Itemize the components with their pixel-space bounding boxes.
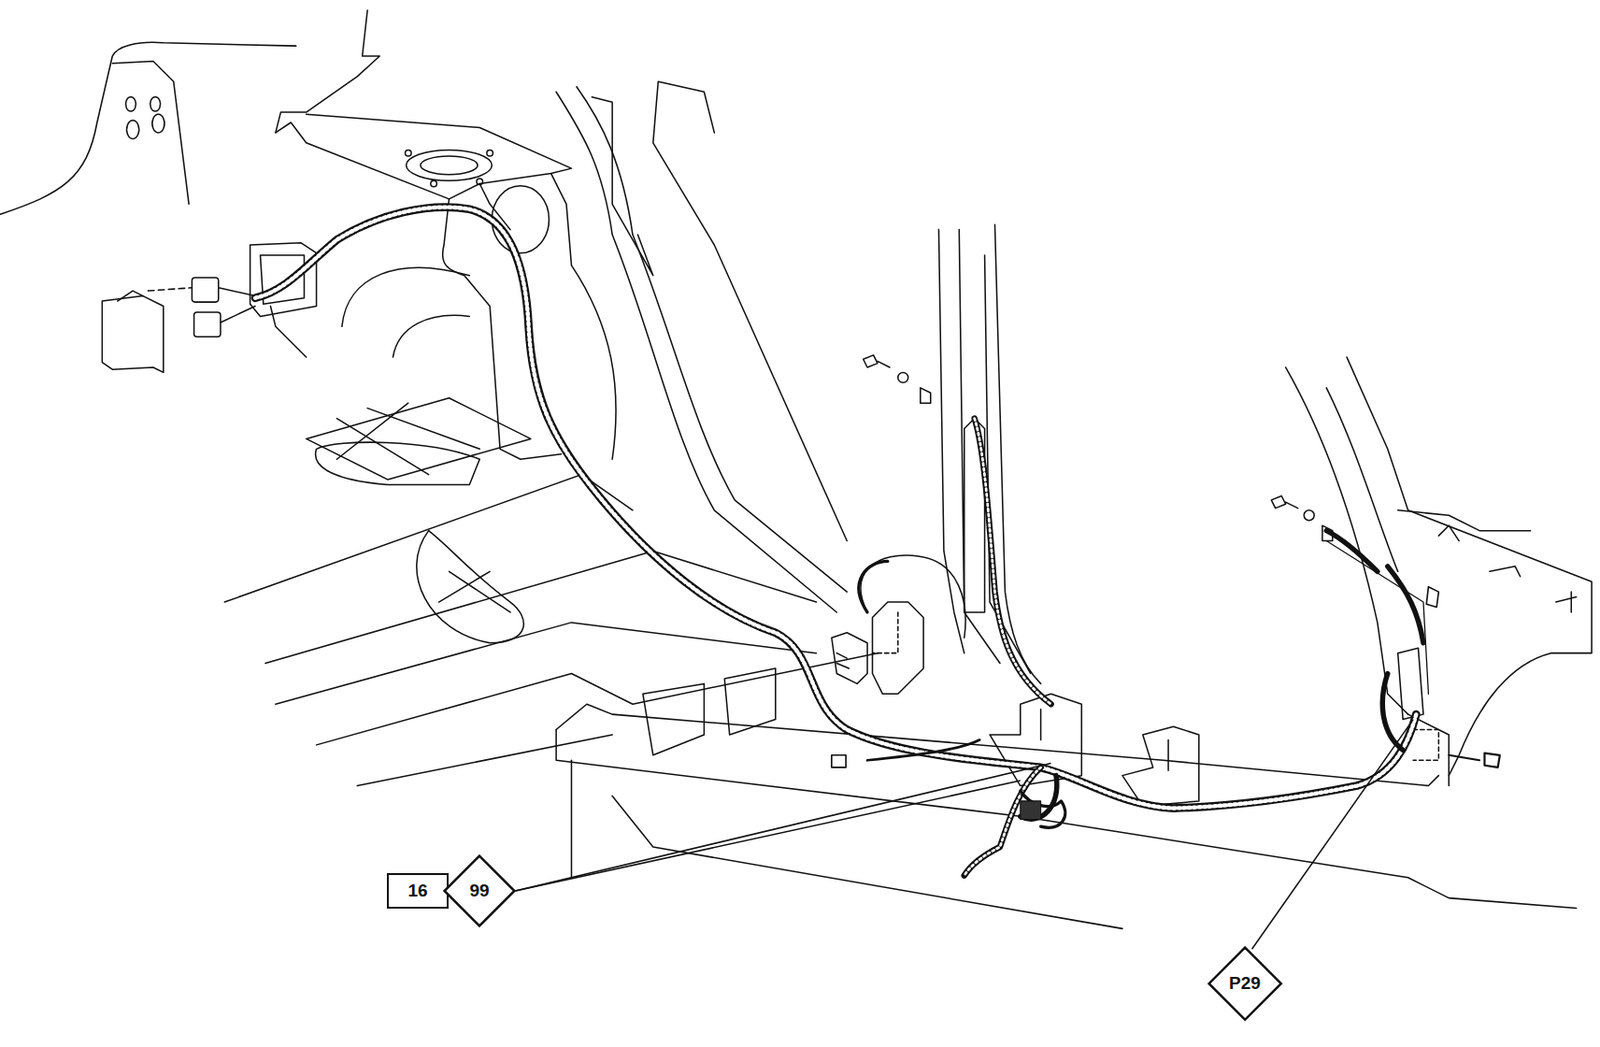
illustration-line (392, 314, 470, 358)
illustration-line (831, 632, 868, 685)
illustration-line (1398, 510, 1531, 531)
illustration-line (571, 759, 573, 878)
illustration-line (218, 287, 256, 323)
illustration-line (112, 60, 189, 204)
illustration-line (920, 387, 931, 403)
illustration-line (556, 91, 837, 613)
illustration-line (1326, 387, 1398, 572)
illustration-line (974, 418, 1052, 705)
illustration-line (1020, 790, 1066, 828)
illustration-line (1303, 510, 1315, 521)
illustration-line (0, 42, 297, 215)
illustration-line (898, 371, 909, 383)
illustration-line (1271, 496, 1298, 509)
illustration-line (1448, 753, 1500, 768)
callout-diamond: P29 (1207, 945, 1283, 1021)
illustration-line (836, 653, 849, 669)
illustration-line (1438, 525, 1520, 577)
illustration-line (255, 207, 1416, 809)
illustration-line (1252, 719, 1414, 950)
illustration-line (1041, 709, 1169, 771)
illustration-line (275, 10, 380, 133)
illustration-line (1020, 800, 1042, 820)
illustration-line (191, 277, 218, 302)
illustration-line (831, 755, 846, 768)
illustration-line (858, 560, 888, 613)
callout-number: 99 (469, 881, 489, 901)
illustration-line (1122, 726, 1200, 806)
illustration-line (486, 149, 494, 157)
illustration-line (872, 612, 899, 654)
illustration-line (315, 442, 481, 485)
illustration-line (255, 207, 1416, 809)
illustration-line (439, 571, 511, 613)
illustration-line (556, 729, 1577, 909)
illustration-line (1556, 591, 1577, 613)
illustration-line (974, 418, 1052, 705)
illustration-line (514, 719, 1414, 950)
illustration-line (860, 555, 966, 638)
illustration-line (491, 185, 549, 254)
illustration-line (1426, 586, 1439, 608)
illustration-line (125, 97, 164, 140)
illustration-line (316, 653, 878, 745)
illustration-line (1413, 729, 1439, 761)
callout-diamond: 99 (442, 854, 516, 928)
illustration-line (430, 180, 438, 187)
callout-number: P29 (1228, 973, 1261, 994)
illustration-line (101, 296, 163, 373)
illustration-line (653, 81, 847, 541)
illustration-line (224, 474, 633, 602)
callout-number: 16 (407, 881, 428, 901)
illustration-line (342, 267, 470, 327)
illustration-line (265, 550, 816, 663)
illustration-line (867, 739, 980, 760)
illustration-line (255, 207, 1416, 809)
illustration-line (255, 207, 1500, 876)
illustration-line (147, 287, 192, 291)
illustration-line (336, 402, 480, 474)
illustration-line (275, 622, 817, 704)
callout-box: 16 (386, 872, 449, 909)
illustration-line (556, 703, 1439, 786)
illustration-line (416, 530, 525, 643)
illustration-line (0, 10, 1592, 929)
diamond-shape (1208, 946, 1281, 1019)
illustration-line (406, 149, 493, 181)
illustration-line (1326, 530, 1424, 643)
illustration-line (514, 763, 1051, 891)
illustration-line (117, 290, 143, 301)
illustration-line (420, 156, 478, 175)
illustration-line (514, 780, 1020, 891)
illustration-line (306, 398, 531, 480)
diamond-shape (444, 856, 515, 927)
illustration-line (872, 601, 925, 694)
illustration-line (863, 355, 890, 368)
illustration-line (1326, 541, 1429, 695)
illustration-line (194, 312, 221, 337)
illustration-line (551, 173, 616, 460)
illustration-line (591, 97, 653, 276)
illustration-line (1398, 647, 1424, 719)
illustration-line (250, 242, 317, 317)
illustration-line (994, 224, 1041, 684)
illustration-line (357, 734, 613, 786)
illustration-line (442, 199, 562, 459)
illustration-line (1346, 357, 1592, 776)
illustration-line (405, 149, 413, 157)
